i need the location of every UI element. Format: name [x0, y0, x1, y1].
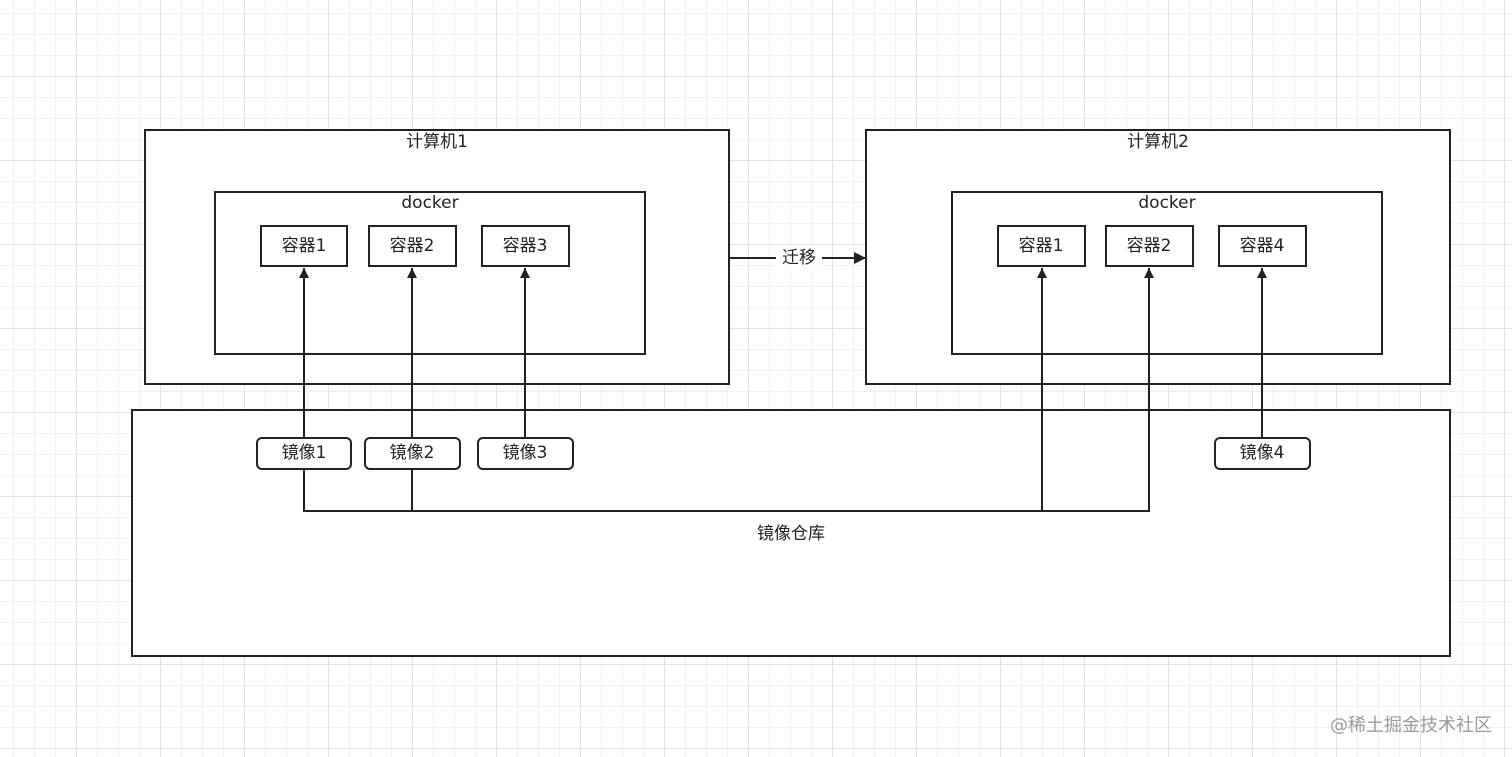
computer-1-container-1-label: 容器1 [282, 236, 327, 256]
image-registry-title: 镜像仓库 [757, 524, 825, 544]
computer-2-title: 计算机2 [1127, 132, 1189, 152]
computer-1-container-2 [368, 225, 457, 267]
computer-2-docker-title: docker [1138, 193, 1195, 213]
computer-1-container-3 [481, 225, 570, 267]
computer-2-container-2-label: 容器2 [1127, 236, 1172, 256]
computer-2-container-2 [1105, 225, 1194, 267]
image-2-label: 镜像2 [390, 443, 435, 463]
edge-image-2-to-computer-2-container-2 [411, 268, 1154, 512]
computer-1-docker-frame [214, 191, 646, 355]
image-3-label: 镜像3 [503, 443, 548, 463]
migration-label-background [776, 246, 822, 270]
computer-2-container-1 [997, 225, 1086, 267]
image-1-label: 镜像1 [282, 443, 327, 463]
migration-label: 迁移 [782, 248, 816, 268]
computer-2-container-1-label: 容器1 [1019, 236, 1064, 256]
computer-1-container-2-label: 容器2 [390, 236, 435, 256]
computer-1-container-1 [260, 225, 348, 267]
computer-1-title: 计算机1 [406, 132, 468, 152]
computer-1-container-3-label: 容器3 [503, 236, 548, 256]
computer-1-docker-title: docker [401, 193, 458, 213]
image-4-label: 镜像4 [1240, 443, 1285, 463]
computer-2-docker-frame [951, 191, 1383, 355]
computer-2-container-4-label: 容器4 [1240, 236, 1285, 256]
watermark: @稀土掘金技术社区 [1330, 715, 1492, 736]
computer-2-container-4 [1218, 225, 1307, 267]
